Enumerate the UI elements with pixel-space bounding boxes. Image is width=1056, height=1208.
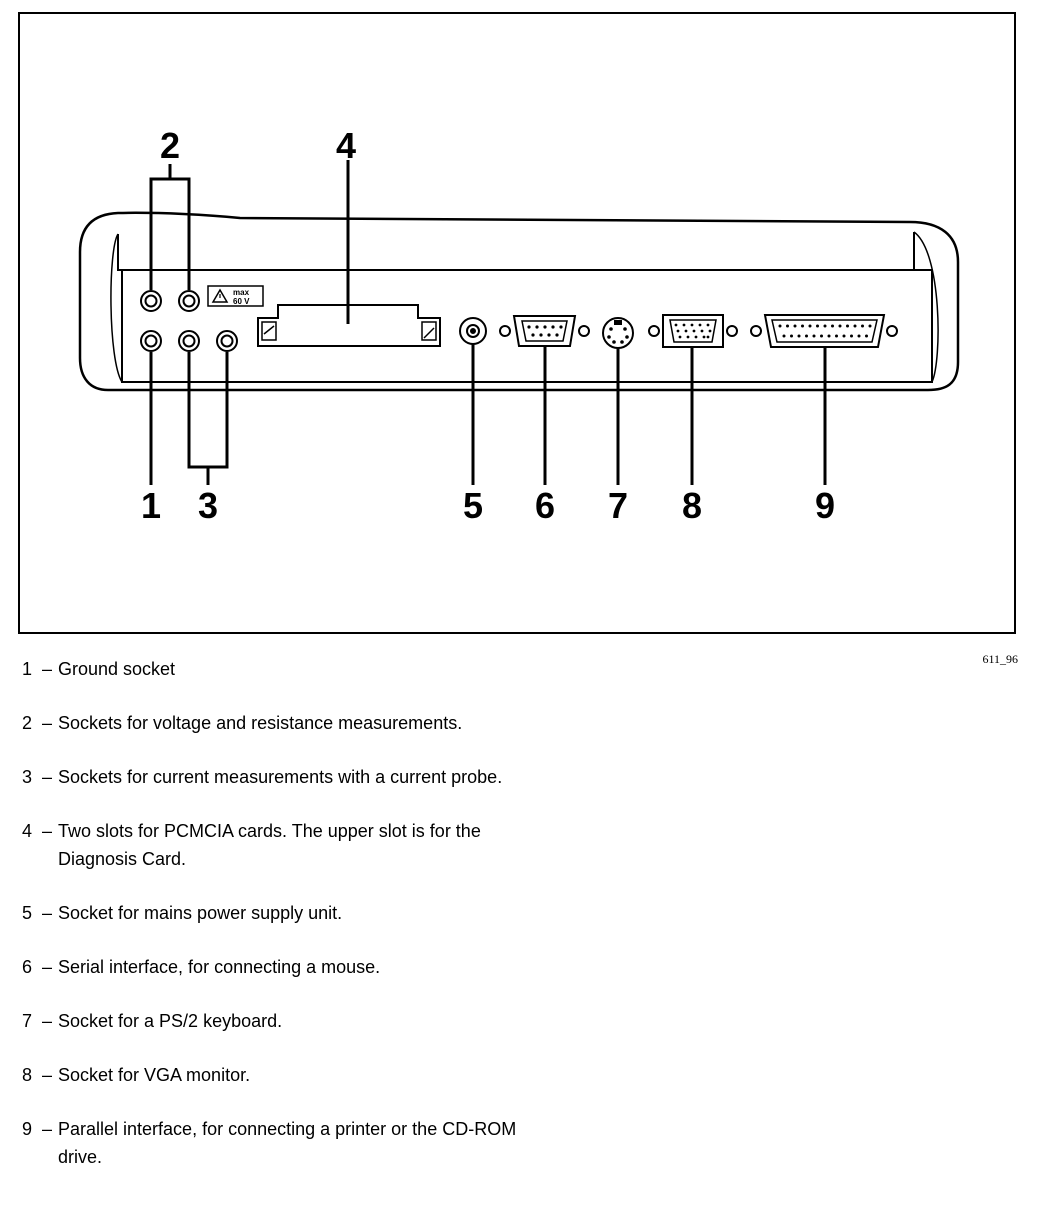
figure-reference: 611_96 <box>982 652 1018 666</box>
legend-number: 7 <box>22 1011 33 1031</box>
legend-text: Socket for VGA monitor. <box>58 1065 251 1085</box>
legend-item: 3–Sockets for current measurements with … <box>22 763 622 791</box>
legend-item: 1–Ground socket <box>22 655 622 683</box>
socket-2-left <box>140 290 162 312</box>
legend-dash: – <box>41 821 52 841</box>
legend-dash: – <box>41 713 52 733</box>
legend-number: 3 <box>22 767 33 787</box>
legend-item: 4–Two slots for PCMCIA cards. The upper … <box>22 817 622 873</box>
ps2-socket <box>602 317 634 349</box>
callout-numbers: 1 2 3 4 5 6 7 8 9 <box>141 125 835 526</box>
legend-text: Ground socket <box>58 659 176 679</box>
callout-7: 7 <box>608 485 628 526</box>
legend-number: 4 <box>22 821 33 841</box>
legend-text: Socket for mains power supply unit. <box>58 903 343 923</box>
warning-label: max 60 V <box>207 285 264 307</box>
callout-8: 8 <box>682 485 702 526</box>
legend-dash: – <box>41 767 52 787</box>
socket-3-right <box>216 330 238 352</box>
socket-2-right <box>178 290 200 312</box>
legend-text: Serial interface, for connecting a mouse… <box>58 957 381 977</box>
legend-text: Two slots for PCMCIA cards. The upper sl… <box>58 821 481 869</box>
legend-dash: – <box>41 659 52 679</box>
legend-dash: – <box>41 1065 52 1085</box>
legend-text: Parallel interface, for connecting a pri… <box>58 1119 517 1167</box>
device-housing <box>78 211 960 392</box>
legend-item: 5–Socket for mains power supply unit. <box>22 899 622 927</box>
legend-number: 9 <box>22 1119 33 1139</box>
socket-3-left <box>178 330 200 352</box>
device-rear-panel-diagram: max 60 V <box>78 125 960 526</box>
callout-4: 4 <box>336 125 356 166</box>
legend-dash: – <box>41 903 52 923</box>
vga-port <box>648 314 738 348</box>
callout-lines <box>149 160 827 485</box>
callout-2: 2 <box>160 125 180 166</box>
legend-number: 5 <box>22 903 33 923</box>
legend-dash: – <box>41 1011 52 1031</box>
pcmcia-slot <box>257 304 441 347</box>
power-socket <box>459 317 487 345</box>
legend-dash: – <box>41 1119 52 1139</box>
svg-text:max: max <box>233 288 250 297</box>
figure-frame <box>18 12 1016 634</box>
legend-text: Sockets for current measurements with a … <box>58 767 503 787</box>
measurement-sockets <box>140 290 238 352</box>
legend-item: 6–Serial interface, for connecting a mou… <box>22 953 622 981</box>
callout-5: 5 <box>463 485 483 526</box>
legend-item: 7–Socket for a PS/2 keyboard. <box>22 1007 622 1035</box>
legend-item: 2–Sockets for voltage and resistance mea… <box>22 709 622 737</box>
ground-socket-1 <box>140 330 162 352</box>
legend-text: Sockets for voltage and resistance measu… <box>58 713 463 733</box>
serial-port <box>499 315 590 347</box>
parallel-port <box>750 314 898 348</box>
legend-dash: – <box>41 957 52 977</box>
legend-item: 9–Parallel interface, for connecting a p… <box>22 1115 622 1171</box>
svg-text:60 V: 60 V <box>233 297 250 306</box>
legend-number: 1 <box>22 659 33 679</box>
callout-1: 1 <box>141 485 161 526</box>
legend-number: 8 <box>22 1065 33 1085</box>
callout-3: 3 <box>198 485 218 526</box>
legend-number: 2 <box>22 713 33 733</box>
legend-text: Socket for a PS/2 keyboard. <box>58 1011 283 1031</box>
legend-number: 6 <box>22 957 33 977</box>
callout-6: 6 <box>535 485 555 526</box>
legend-item: 8–Socket for VGA monitor. <box>22 1061 622 1089</box>
callout-9: 9 <box>815 485 835 526</box>
